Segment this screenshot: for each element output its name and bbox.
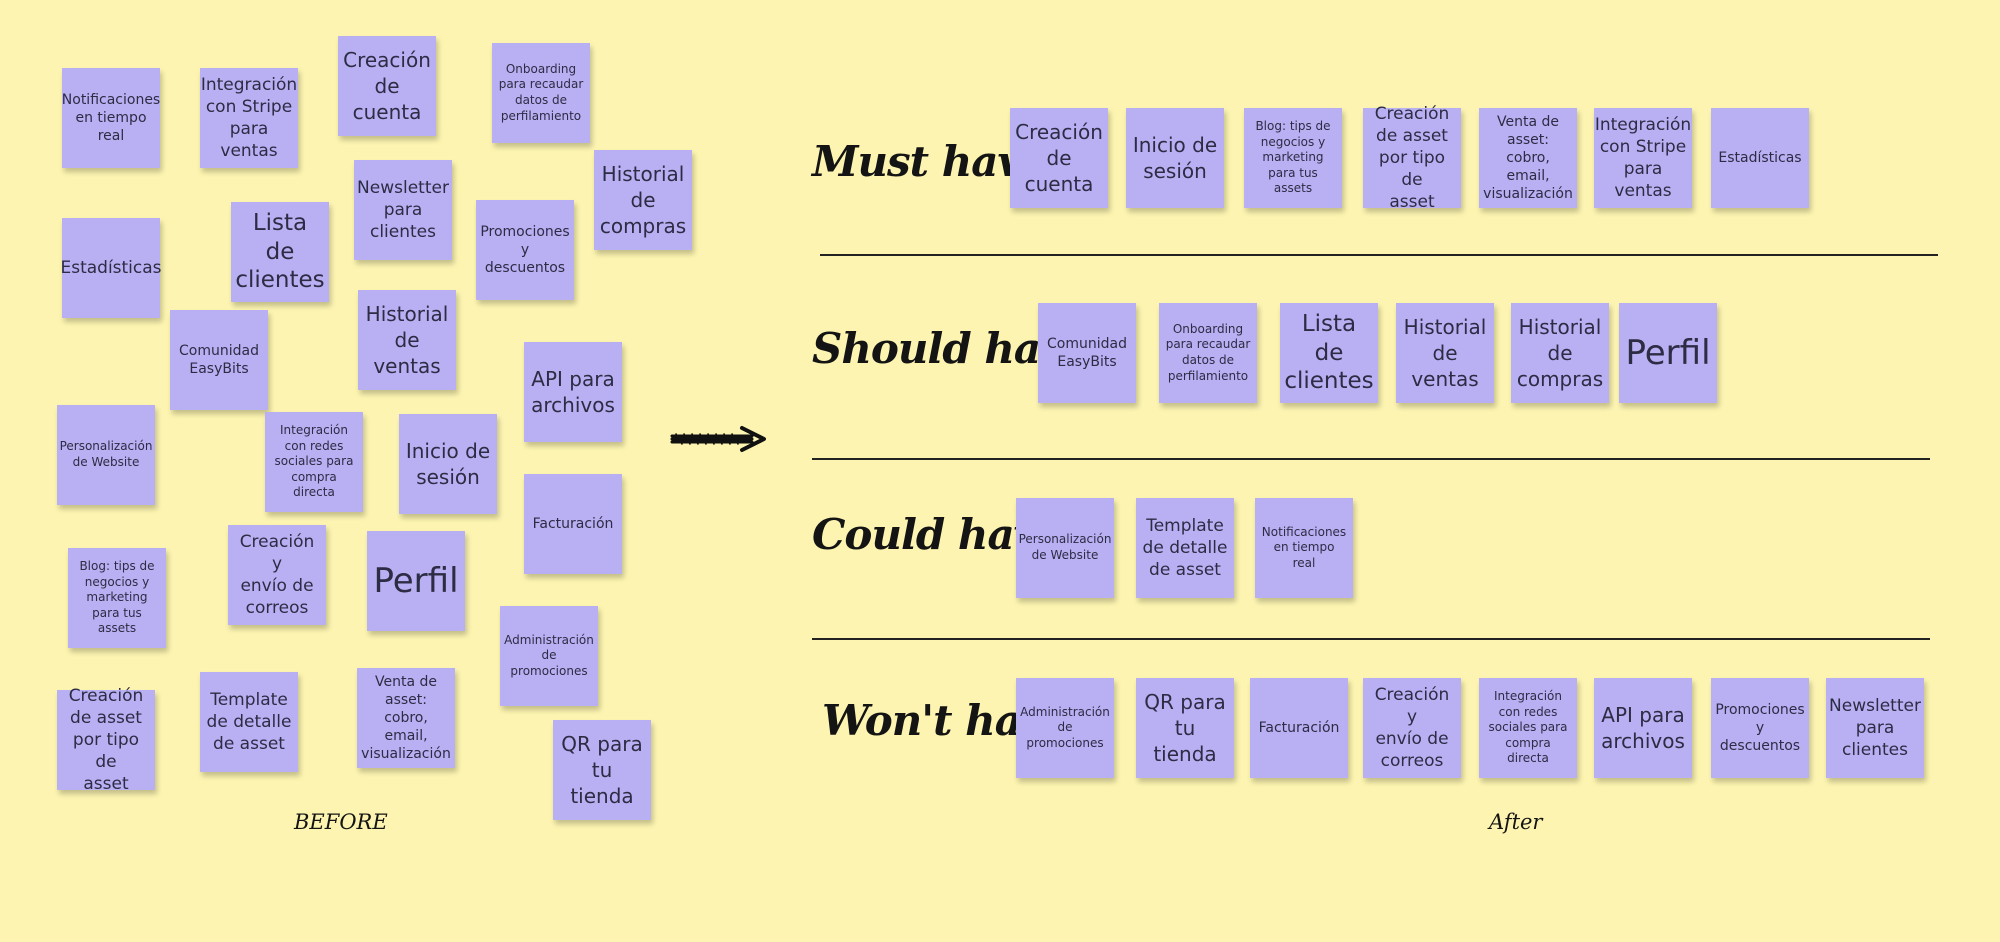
sticky-note[interactable]: Personalización de Website [57,405,155,505]
sticky-note[interactable]: Historial de ventas [358,290,456,390]
sticky-note[interactable]: Template de detalle de asset [1136,498,1234,598]
sticky-note[interactable]: Integración con redes sociales para comp… [265,412,363,512]
sticky-note[interactable]: Historial de ventas [1396,303,1494,403]
sticky-note[interactable]: API para archivos [1594,678,1692,778]
sticky-note[interactable]: Venta de asset: cobro, email, visualizac… [1479,108,1577,208]
category-label-must-have: Must have [812,137,1048,186]
sticky-note[interactable]: Creación y envío de correos [1363,678,1461,778]
divider [812,638,1930,640]
sticky-note[interactable]: Newsletter para clientes [354,160,452,260]
before-caption: BEFORE [294,810,388,834]
sticky-note[interactable]: Notificaciones en tiempo real [62,68,160,168]
sticky-note[interactable]: Venta de asset: cobro, email, visualizac… [357,668,455,768]
sticky-note[interactable]: Comunidad EasyBits [170,310,268,410]
divider [820,254,1938,256]
sticky-note[interactable]: Facturación [524,474,622,574]
sticky-note[interactable]: Estadísticas [1711,108,1809,208]
sticky-note[interactable]: Integración con redes sociales para comp… [1479,678,1577,778]
sticky-note[interactable]: Historial de compras [594,150,692,250]
sticky-note[interactable]: Personalización de Website [1016,498,1114,598]
sticky-note[interactable]: Newsletter para clientes [1826,678,1924,778]
sticky-note[interactable]: Integración con Stripe para ventas [1594,108,1692,208]
sticky-note[interactable]: Administración de promociones [1016,678,1114,778]
sticky-note[interactable]: Promociones y descuentos [1711,678,1809,778]
sticky-note[interactable]: Administración de promociones [500,606,598,706]
sticky-note[interactable]: Comunidad EasyBits [1038,303,1136,403]
sticky-note[interactable]: Onboarding para recaudar datos de perfil… [492,43,590,143]
sticky-note[interactable]: Creación y envío de correos [228,525,326,625]
sticky-note[interactable]: Onboarding para recaudar datos de perfil… [1159,303,1257,403]
sticky-note[interactable]: Creación de cuenta [1010,108,1108,208]
sticky-note[interactable]: QR para tu tienda [553,720,651,820]
sticky-note[interactable]: Promociones y descuentos [476,200,574,300]
sticky-note[interactable]: Estadísticas [60,218,162,318]
sticky-note[interactable]: Notificaciones en tiempo real [1255,498,1353,598]
arrow-icon [670,426,766,452]
sticky-note[interactable]: Creación de asset por tipo de asset [1363,104,1461,212]
sticky-note[interactable]: QR para tu tienda [1136,678,1234,778]
sticky-note[interactable]: Perfil [367,531,465,631]
sticky-note[interactable]: Blog: tips de negocios y marketing para … [1244,108,1342,208]
sticky-note[interactable]: Lista de clientes [231,202,329,302]
sticky-note[interactable]: Inicio de sesión [1126,108,1224,208]
sticky-note[interactable]: Lista de clientes [1280,303,1378,403]
sticky-note[interactable]: Integración con Stripe para ventas [200,68,298,168]
sticky-note[interactable]: Facturación [1250,678,1348,778]
sticky-note[interactable]: Template de detalle de asset [200,672,298,772]
after-caption: After [1489,810,1543,834]
divider [812,458,1930,460]
sticky-note[interactable]: Perfil [1619,303,1717,403]
sticky-note[interactable]: Historial de compras [1511,303,1609,403]
sticky-note[interactable]: API para archivos [524,342,622,442]
sticky-note[interactable]: Creación de asset por tipo de asset [57,686,155,794]
sticky-note[interactable]: Inicio de sesión [399,414,497,514]
sticky-note[interactable]: Blog: tips de negocios y marketing para … [68,548,166,648]
sticky-note[interactable]: Creación de cuenta [338,36,436,136]
